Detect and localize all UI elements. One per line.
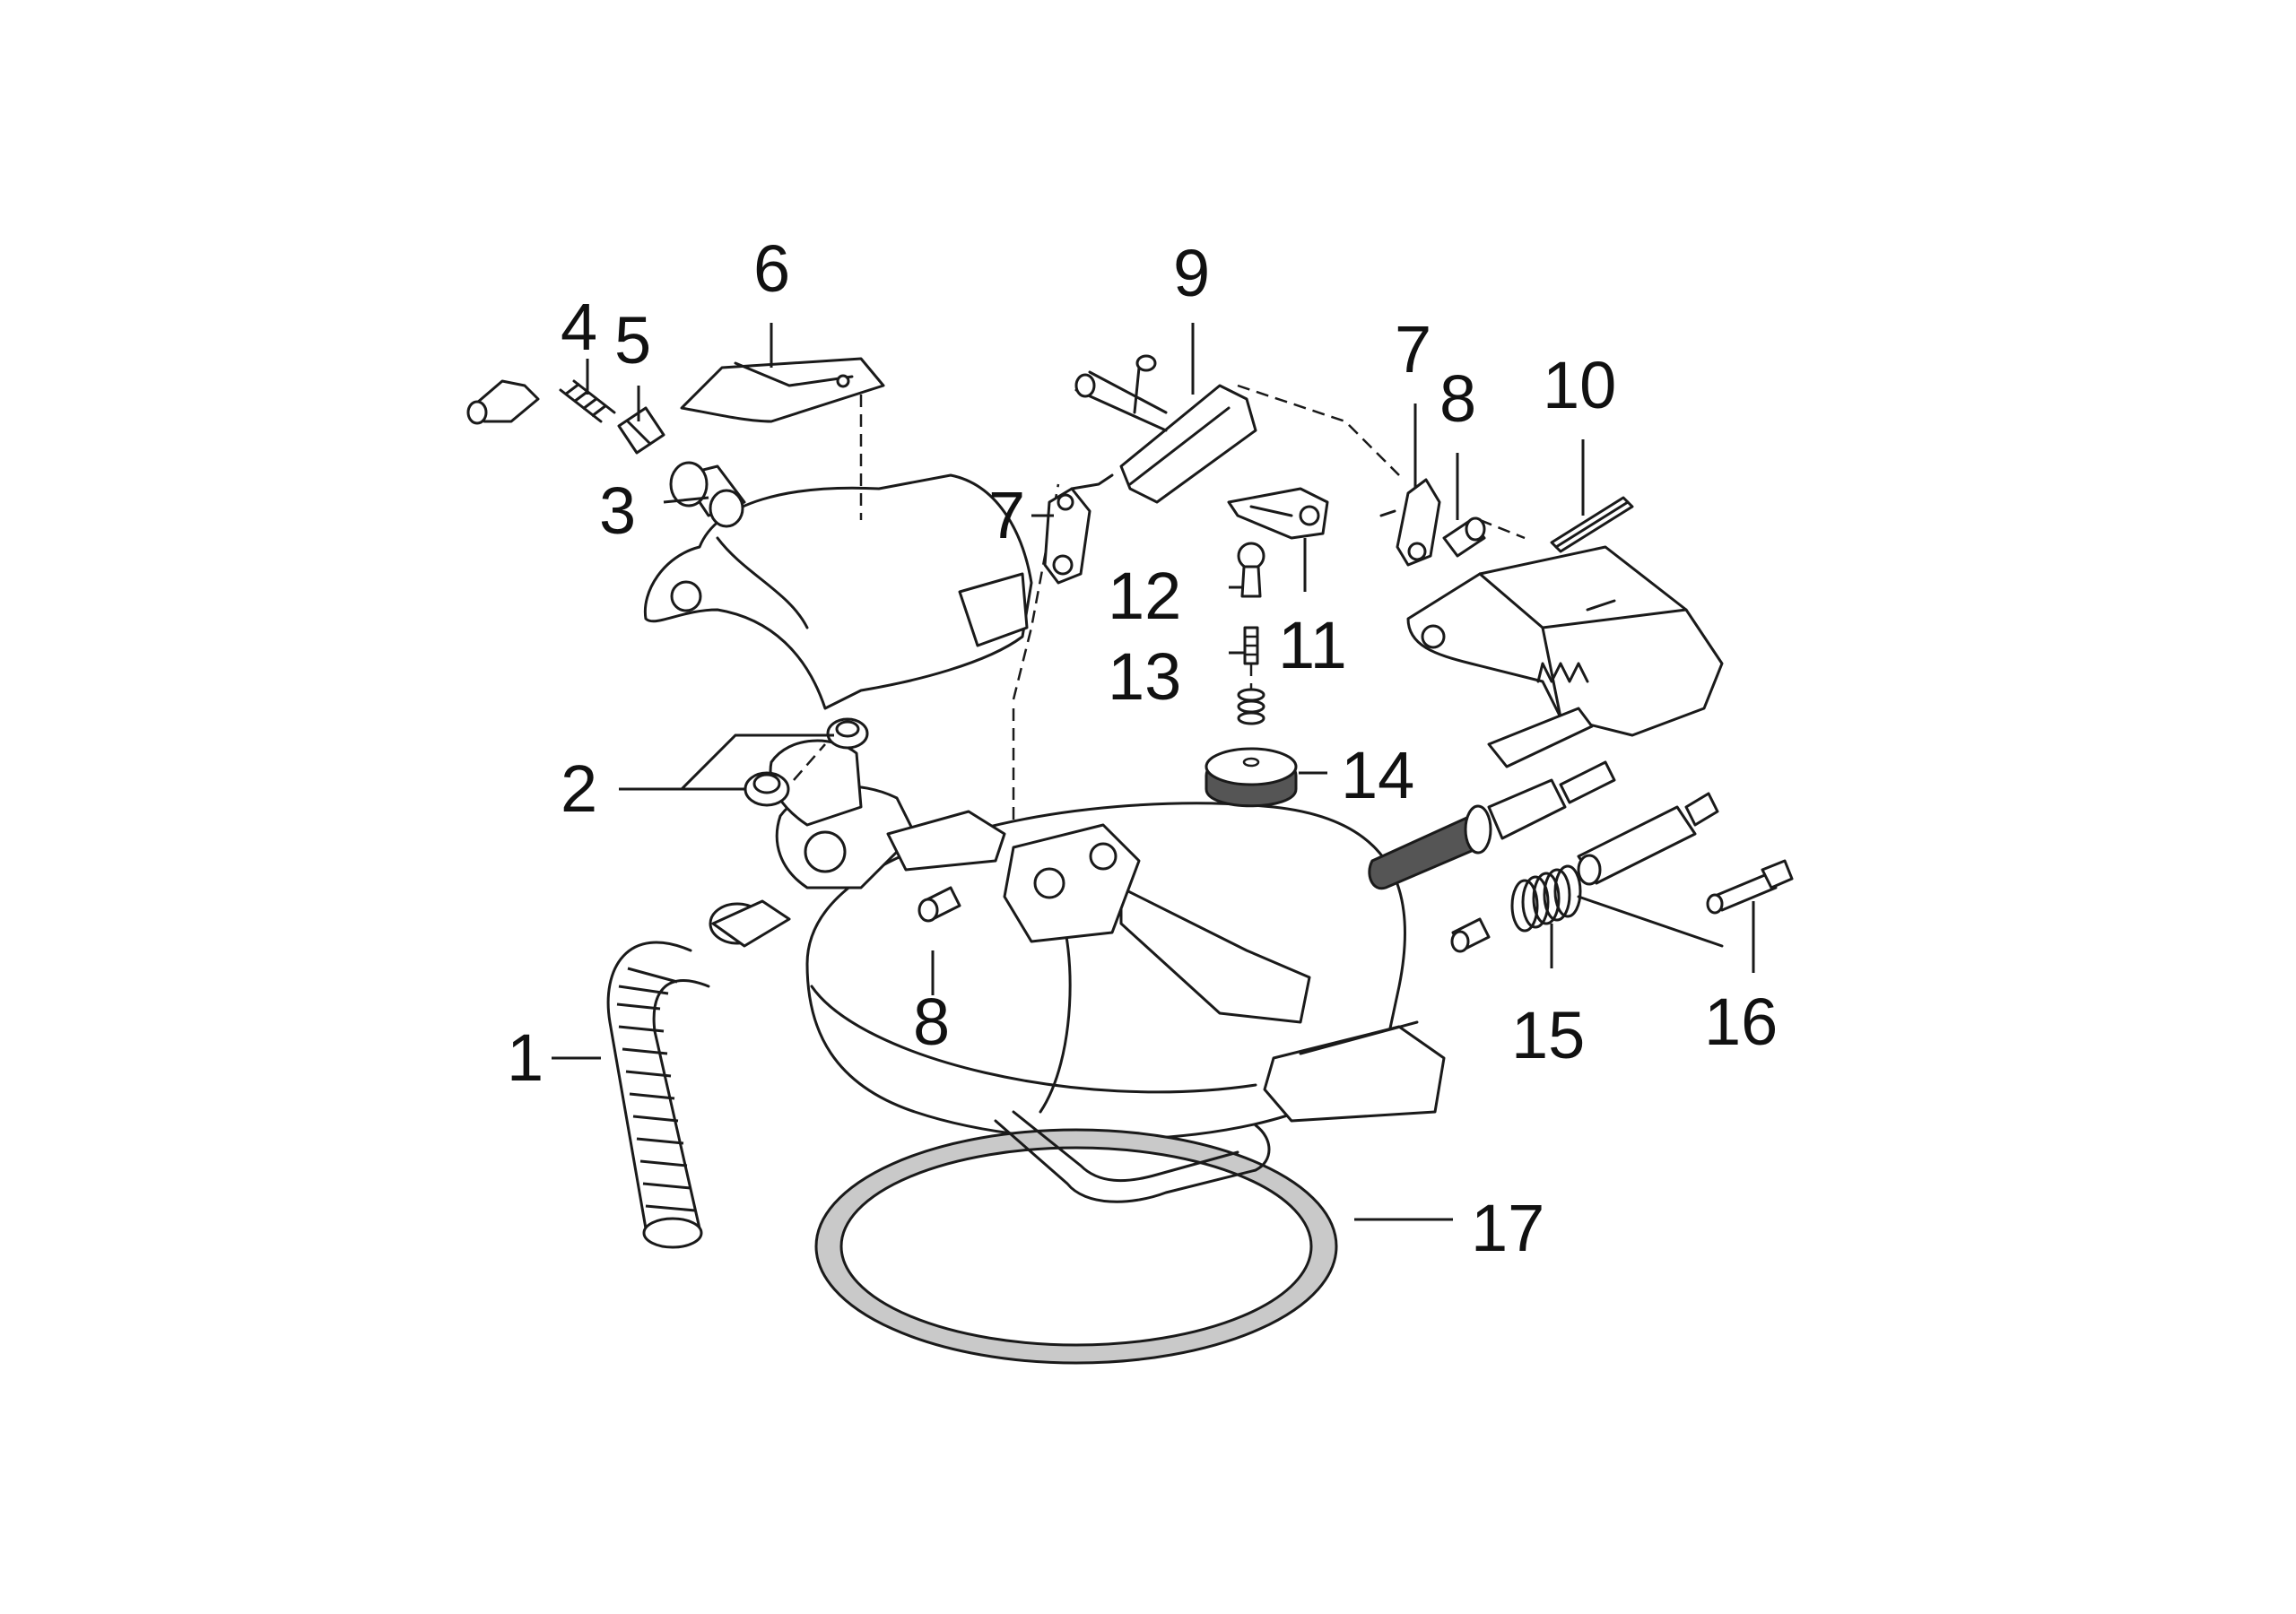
- callout-10: 10: [1543, 348, 1616, 422]
- callout-16: 16: [1704, 985, 1778, 1059]
- corrugated-hose: [606, 941, 710, 1249]
- link-plate-left: [1043, 473, 1114, 585]
- upper-housing: [643, 473, 1033, 710]
- callout-5: 5: [614, 303, 651, 377]
- clevis: [1227, 487, 1329, 540]
- cover-plate: [680, 357, 885, 520]
- callout-8-right: 8: [1439, 361, 1476, 436]
- callout-1: 1: [507, 1020, 544, 1095]
- lever-arm: [1119, 886, 1446, 1123]
- callout-4: 4: [561, 290, 597, 364]
- callout-9: 9: [1173, 236, 1210, 310]
- callout-17: 17: [1471, 1191, 1544, 1265]
- callout-7-right: 7: [1395, 312, 1431, 386]
- callout-3: 3: [599, 473, 636, 548]
- callout-labels: 1 2 3 4 5 6 7 8 9 7 8 10 12 11 13 14 15 …: [507, 231, 1778, 1265]
- callout-12: 12: [1108, 559, 1181, 633]
- callout-15: 15: [1511, 998, 1585, 1072]
- callout-14: 14: [1341, 738, 1414, 812]
- hinge-block: [769, 739, 1141, 943]
- seal-ring: [814, 1128, 1338, 1365]
- handle-loop: [994, 1110, 1271, 1203]
- callout-2: 2: [561, 751, 597, 826]
- callout-6: 6: [753, 231, 790, 306]
- link-plate-right: [1379, 478, 1441, 567]
- small-cylinder: [617, 406, 665, 455]
- leader-lines: [552, 323, 1755, 1221]
- bracket-bar: [1074, 354, 1257, 504]
- right-housing: [1406, 545, 1724, 768]
- torsion-spring: [1450, 792, 1724, 953]
- assembly-lines: [1012, 384, 1526, 825]
- callout-7-left: 7: [988, 478, 1025, 552]
- pin-right: [1442, 516, 1486, 558]
- threaded-rod: [1550, 496, 1634, 553]
- nozzle: [466, 379, 540, 425]
- bushing-pair: [744, 717, 869, 807]
- cylinder-sleeve: [669, 461, 746, 528]
- threaded-stud: [1237, 626, 1265, 725]
- base-bowl: [805, 802, 1407, 1141]
- callout-11: 11: [1278, 608, 1347, 682]
- callout-13: 13: [1108, 639, 1181, 714]
- bolt: [1706, 859, 1794, 915]
- hose-coupler: [709, 899, 791, 948]
- rod-end: [1237, 542, 1265, 598]
- spring-fitting: [559, 379, 616, 423]
- rubber-pad: [1205, 747, 1298, 808]
- shaft-grip: [1368, 760, 1616, 890]
- callout-8-lower: 8: [913, 985, 950, 1059]
- pin-lower: [918, 886, 961, 923]
